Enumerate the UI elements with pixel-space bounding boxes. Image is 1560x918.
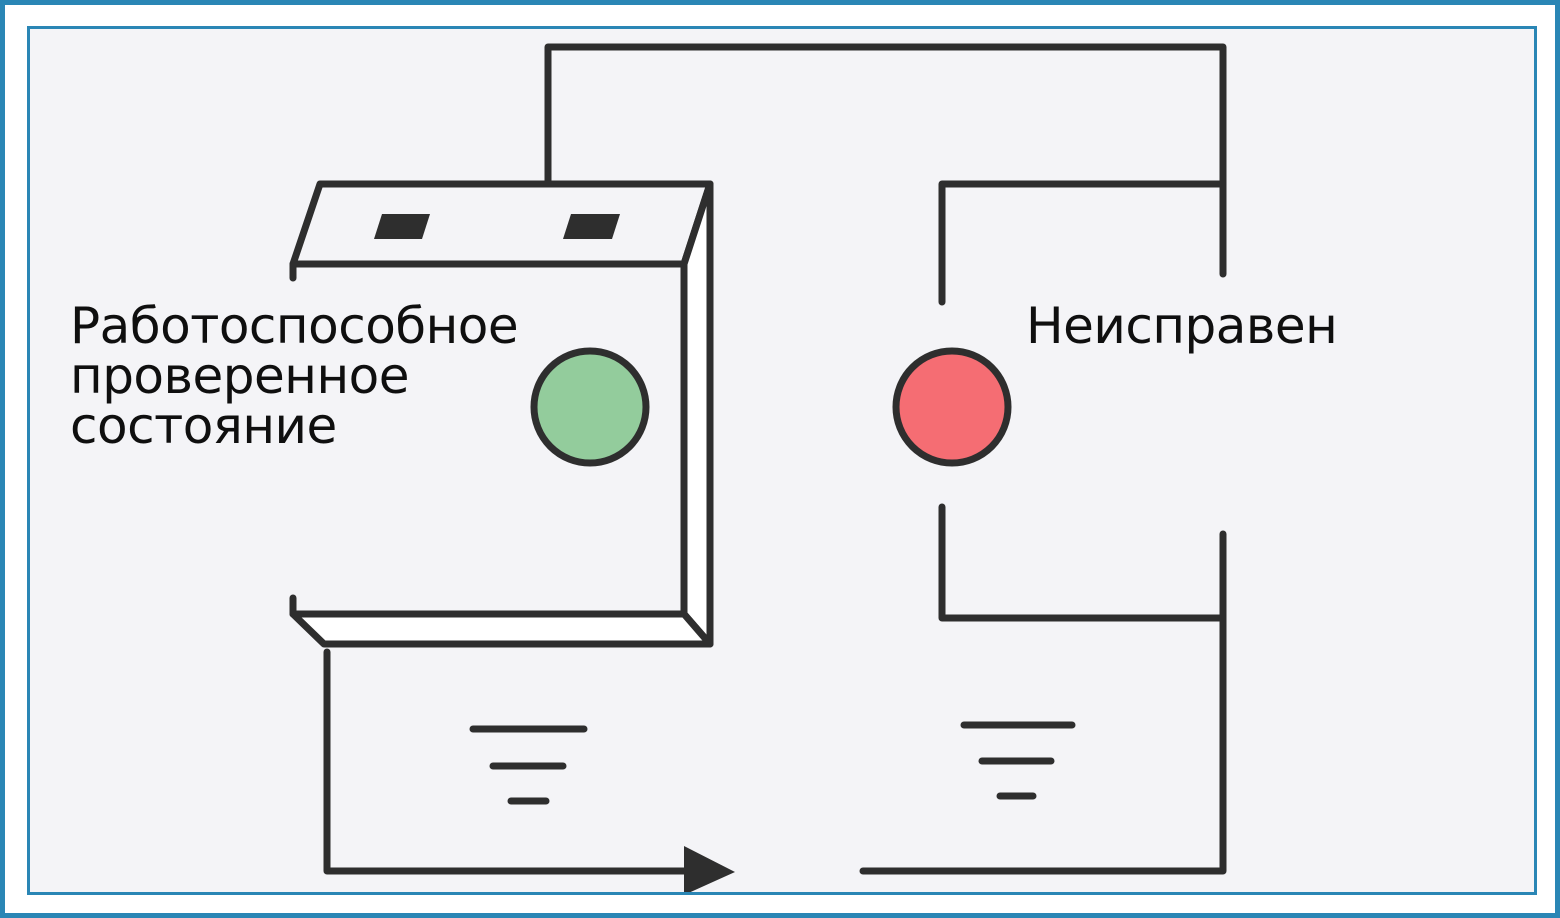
right-lower-wire <box>938 503 1227 622</box>
label-line: Работоспособное <box>70 297 519 355</box>
label-operational-state: Работоспособное проверенное состояние <box>70 297 519 455</box>
label-line: состояние <box>70 397 337 455</box>
circuit-diagram <box>289 43 1227 892</box>
ground-icon-right <box>960 721 1076 800</box>
label-faulty: Неисправен <box>1026 297 1338 355</box>
status-indicator-ok <box>530 347 650 467</box>
right-upper-wire <box>938 180 1227 306</box>
bottom-wire <box>323 648 699 875</box>
status-indicator-fault <box>892 347 1012 467</box>
arrow-head-icon <box>684 846 735 892</box>
top-wire <box>544 43 1227 278</box>
top-slot-right <box>563 214 620 239</box>
label-line: проверенное <box>70 347 409 405</box>
diagram-canvas: Работоспособное проверенное состояние Не… <box>27 26 1537 895</box>
ground-icon-left <box>469 725 588 805</box>
device-box <box>289 180 714 648</box>
right-return-wire <box>859 530 1227 875</box>
top-slot-left <box>374 214 430 239</box>
